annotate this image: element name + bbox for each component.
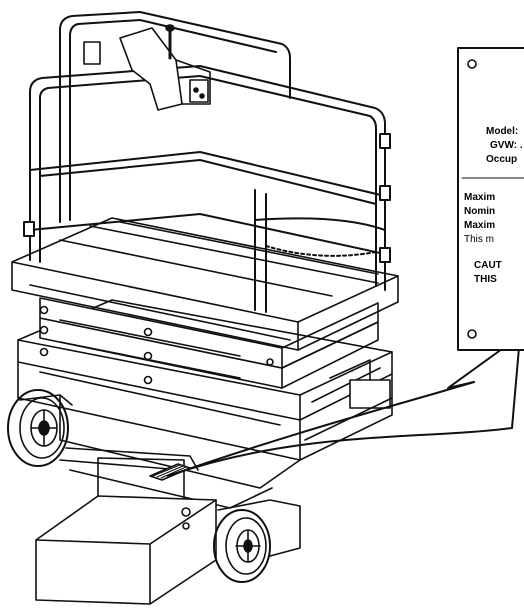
scissor-arms	[39, 297, 379, 389]
plate-line-max-2: Maxim	[464, 220, 495, 231]
plate-line-nominal: Nomin	[464, 206, 495, 217]
serial-number-plate: Model: GVW: . Occup Maxim Nomin Maxim Th…	[457, 47, 524, 351]
chassis	[17, 299, 393, 509]
front-wheel	[7, 389, 73, 467]
plate-line-this: THIS	[474, 274, 497, 285]
plate-line-this-machine: This m	[464, 234, 494, 245]
rear-wheel	[213, 499, 301, 583]
plate-line-gvw: GVW: .	[490, 140, 523, 151]
plate-line-occupants: Occup	[486, 154, 517, 165]
plate-line-max-1: Maxim	[464, 192, 495, 203]
scissor-lift-illustration	[7, 11, 399, 605]
callout-arrow	[167, 335, 521, 477]
control-console	[83, 24, 211, 111]
plate-line-model: Model:	[486, 126, 518, 137]
plate-line-caution: CAUT	[474, 260, 502, 271]
guard-rails	[23, 11, 391, 313]
platform-deck	[11, 217, 399, 351]
